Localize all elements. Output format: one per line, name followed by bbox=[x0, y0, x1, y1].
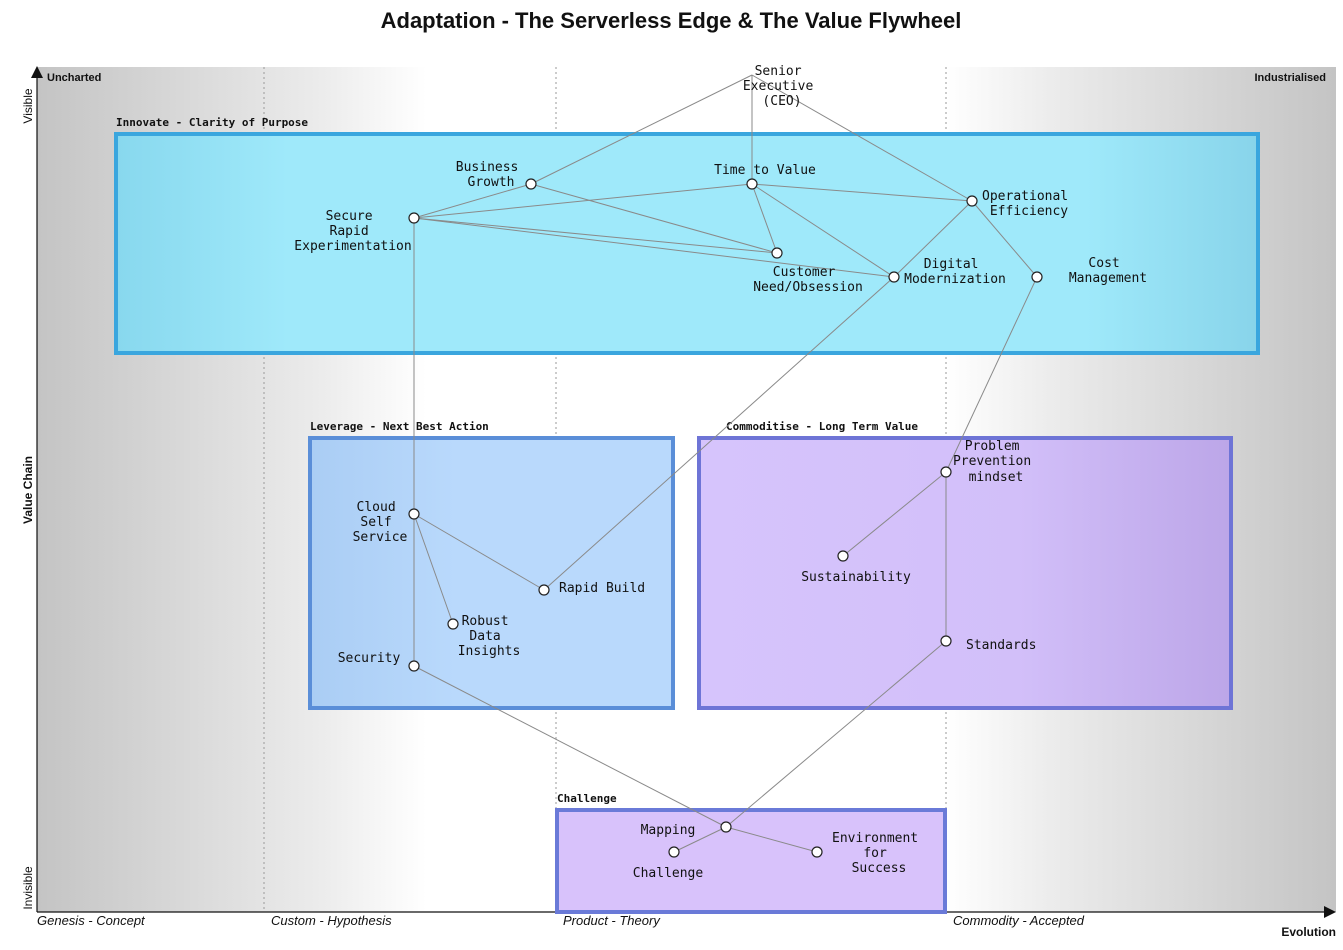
region-label-challenge: Challenge bbox=[557, 792, 617, 805]
link-business-growth-customer bbox=[530, 183, 778, 254]
y-axis-title: Value Chain bbox=[21, 456, 35, 524]
label-secure-rapid-experimentation: Secure Rapid Experimentation bbox=[294, 209, 411, 254]
link-security-mapping bbox=[413, 665, 727, 828]
link-secure-digital bbox=[413, 217, 895, 278]
node-secure-rapid-experimentation[interactable] bbox=[408, 212, 420, 224]
link-mapping-environment bbox=[725, 826, 818, 853]
label-standards: Standards bbox=[966, 638, 1036, 653]
region-challenge bbox=[555, 808, 947, 914]
node-robust-data-insights[interactable] bbox=[447, 618, 459, 630]
node-cloud-self-service[interactable] bbox=[408, 508, 420, 520]
link-cost-problem bbox=[945, 276, 1038, 473]
label-challenge: Challenge bbox=[633, 866, 704, 881]
link-problem-sustainability bbox=[842, 471, 947, 557]
region-label-commoditise: Commoditise - Long Term Value bbox=[726, 420, 918, 433]
label-mapping: Mapping bbox=[641, 823, 696, 838]
label-time-to-value: Time to Value bbox=[714, 163, 816, 178]
link-operational-digital bbox=[893, 200, 973, 278]
node-operational-efficiency[interactable] bbox=[966, 195, 978, 207]
map-title: Adaptation - The Serverless Edge & The V… bbox=[381, 8, 962, 33]
link-time-operational bbox=[751, 183, 973, 202]
link-time-secure bbox=[413, 183, 753, 219]
label-cost-management: Cost Management bbox=[1069, 256, 1147, 286]
label-customer-need: Customer Need/Obsession bbox=[753, 265, 863, 295]
node-standards[interactable] bbox=[940, 635, 952, 647]
node-rapid-build[interactable] bbox=[538, 584, 550, 596]
node-business-growth[interactable] bbox=[525, 178, 537, 190]
region-label-leverage: Leverage - Next Best Action bbox=[310, 420, 489, 433]
region-leverage bbox=[308, 436, 675, 710]
region-innovate bbox=[114, 132, 1260, 355]
stage-label-custom: Custom - Hypothesis bbox=[271, 913, 392, 928]
link-standards-mapping bbox=[725, 640, 947, 828]
node-cost-management[interactable] bbox=[1031, 271, 1043, 283]
node-challenge[interactable] bbox=[668, 846, 680, 858]
label-problem-prevention: Problem Prevention mindset bbox=[953, 439, 1039, 485]
region-commoditise bbox=[697, 436, 1233, 710]
node-time-to-value[interactable] bbox=[746, 178, 758, 190]
link-operational-cost bbox=[971, 200, 1038, 278]
label-digital-modernization: Digital Modernization bbox=[904, 257, 1006, 287]
y-axis-visible-label: Visible bbox=[21, 88, 35, 123]
node-environment-for-success[interactable] bbox=[811, 846, 823, 858]
link-mapping-challenge bbox=[673, 826, 727, 853]
link-cloud-rapid-build bbox=[413, 513, 545, 591]
link-secure-customer bbox=[413, 217, 778, 254]
stage-label-genesis: Genesis - Concept bbox=[37, 913, 146, 928]
node-sustainability[interactable] bbox=[837, 550, 849, 562]
label-sustainability: Sustainability bbox=[801, 570, 911, 585]
link-exec-business-growth bbox=[530, 74, 753, 185]
corner-label-uncharted: Uncharted bbox=[47, 72, 101, 84]
label-operational-efficiency: Operational Efficiency bbox=[982, 189, 1076, 219]
node-security[interactable] bbox=[408, 660, 420, 672]
node-labels: Senior Executive (CEO) Business Growth T… bbox=[294, 64, 1147, 881]
label-environment-for-success: Environment for Success bbox=[832, 831, 926, 876]
label-senior-executive: Senior Executive (CEO) bbox=[743, 64, 821, 109]
stage-label-commodity: Commodity - Accepted bbox=[953, 913, 1085, 928]
label-cloud-self-service: Cloud Self Service bbox=[353, 500, 408, 545]
label-security: Security bbox=[338, 651, 401, 666]
x-axis-title: Evolution bbox=[1281, 925, 1336, 939]
label-business-growth: Business Growth bbox=[456, 160, 526, 190]
label-rapid-build: Rapid Build bbox=[559, 581, 645, 596]
node-mapping[interactable] bbox=[720, 821, 732, 833]
node-customer-need[interactable] bbox=[771, 247, 783, 259]
corner-label-industrialised: Industrialised bbox=[1254, 72, 1326, 84]
link-digital-rapid-build bbox=[543, 276, 895, 591]
link-time-digital bbox=[751, 183, 895, 278]
node-digital-modernization[interactable] bbox=[888, 271, 900, 283]
link-cloud-robust bbox=[413, 513, 454, 625]
node-problem-prevention[interactable] bbox=[940, 466, 952, 478]
link-time-customer bbox=[751, 183, 778, 254]
map-nodes bbox=[408, 178, 1043, 858]
map-links bbox=[413, 74, 1038, 853]
stage-label-product: Product - Theory bbox=[563, 913, 661, 928]
link-exec-operational-efficiency bbox=[751, 74, 973, 202]
link-business-growth-secure bbox=[413, 183, 532, 219]
y-axis-invisible-label: Invisible bbox=[21, 866, 35, 910]
region-label-innovate: Innovate - Clarity of Purpose bbox=[116, 116, 308, 129]
label-robust-data-insights: Robust Data Insights bbox=[458, 614, 521, 659]
